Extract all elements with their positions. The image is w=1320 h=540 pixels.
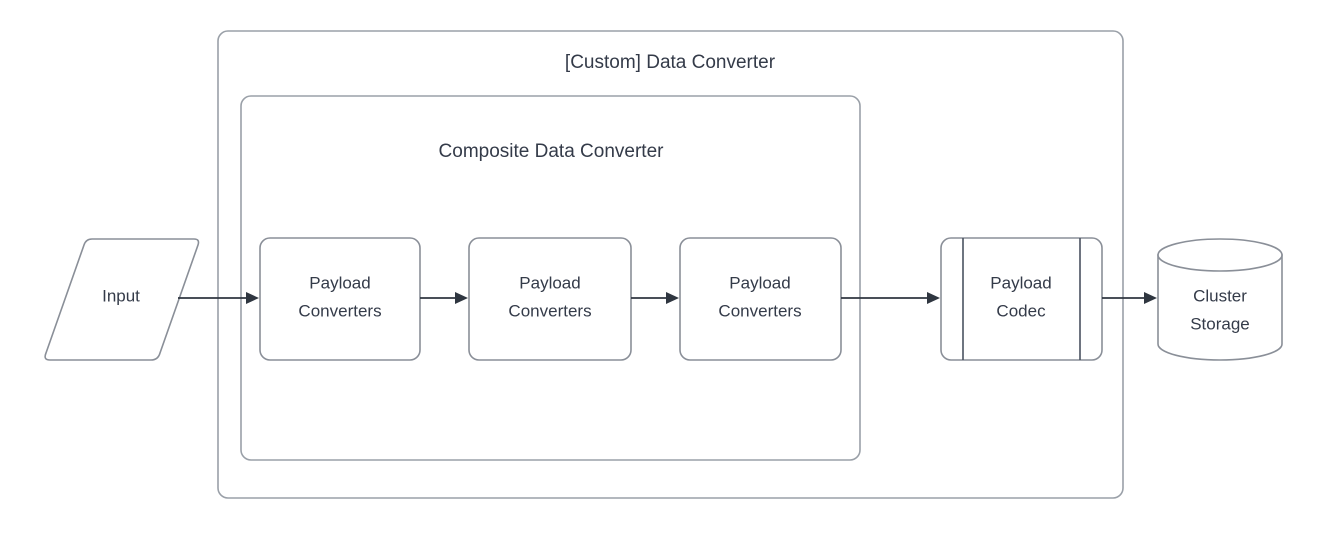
payload-converters-2-label-line1: Payload bbox=[519, 273, 580, 292]
composite-data-converter-container[interactable] bbox=[240, 95, 861, 461]
payload-converters-3-node[interactable] bbox=[679, 237, 842, 361]
cluster-storage-label-line2: Storage bbox=[1190, 314, 1250, 333]
payload-converters-3-label-line2: Converters bbox=[718, 301, 801, 320]
input-node[interactable] bbox=[44, 238, 200, 361]
edge-payload-converters-2-to-3 bbox=[631, 292, 679, 304]
payload-codec-label-line1: Payload bbox=[990, 273, 1051, 292]
payload-converters-2-node[interactable] bbox=[468, 237, 632, 361]
composite-data-converter-title: Composite Data Converter bbox=[439, 141, 665, 162]
edge-payload-converters-1-to-2 bbox=[420, 292, 468, 304]
cluster-storage-top bbox=[1157, 238, 1283, 272]
edge-payload-codec-to-cluster-storage bbox=[1102, 292, 1157, 304]
payload-converters-2-label-line2: Converters bbox=[508, 301, 591, 320]
edge-payload-converters-3-to-payload-codec bbox=[841, 292, 940, 304]
payload-codec-node[interactable] bbox=[940, 237, 1103, 361]
payload-converters-3-label-line1: Payload bbox=[729, 273, 790, 292]
payload-converters-1-node[interactable] bbox=[259, 237, 421, 361]
payload-converters-1-label-line1: Payload bbox=[309, 273, 370, 292]
input-node-label: Input bbox=[102, 286, 140, 305]
cluster-storage-label-line1: Cluster bbox=[1193, 286, 1247, 305]
payload-converters-1-label-line2: Converters bbox=[298, 301, 381, 320]
custom-data-converter-title: [Custom] Data Converter bbox=[565, 52, 776, 73]
payload-codec-label-line2: Codec bbox=[996, 301, 1046, 320]
custom-data-converter-container[interactable] bbox=[217, 30, 1124, 499]
cluster-storage-body[interactable] bbox=[1157, 254, 1283, 361]
edge-input-to-payload-converters-1 bbox=[178, 292, 259, 304]
